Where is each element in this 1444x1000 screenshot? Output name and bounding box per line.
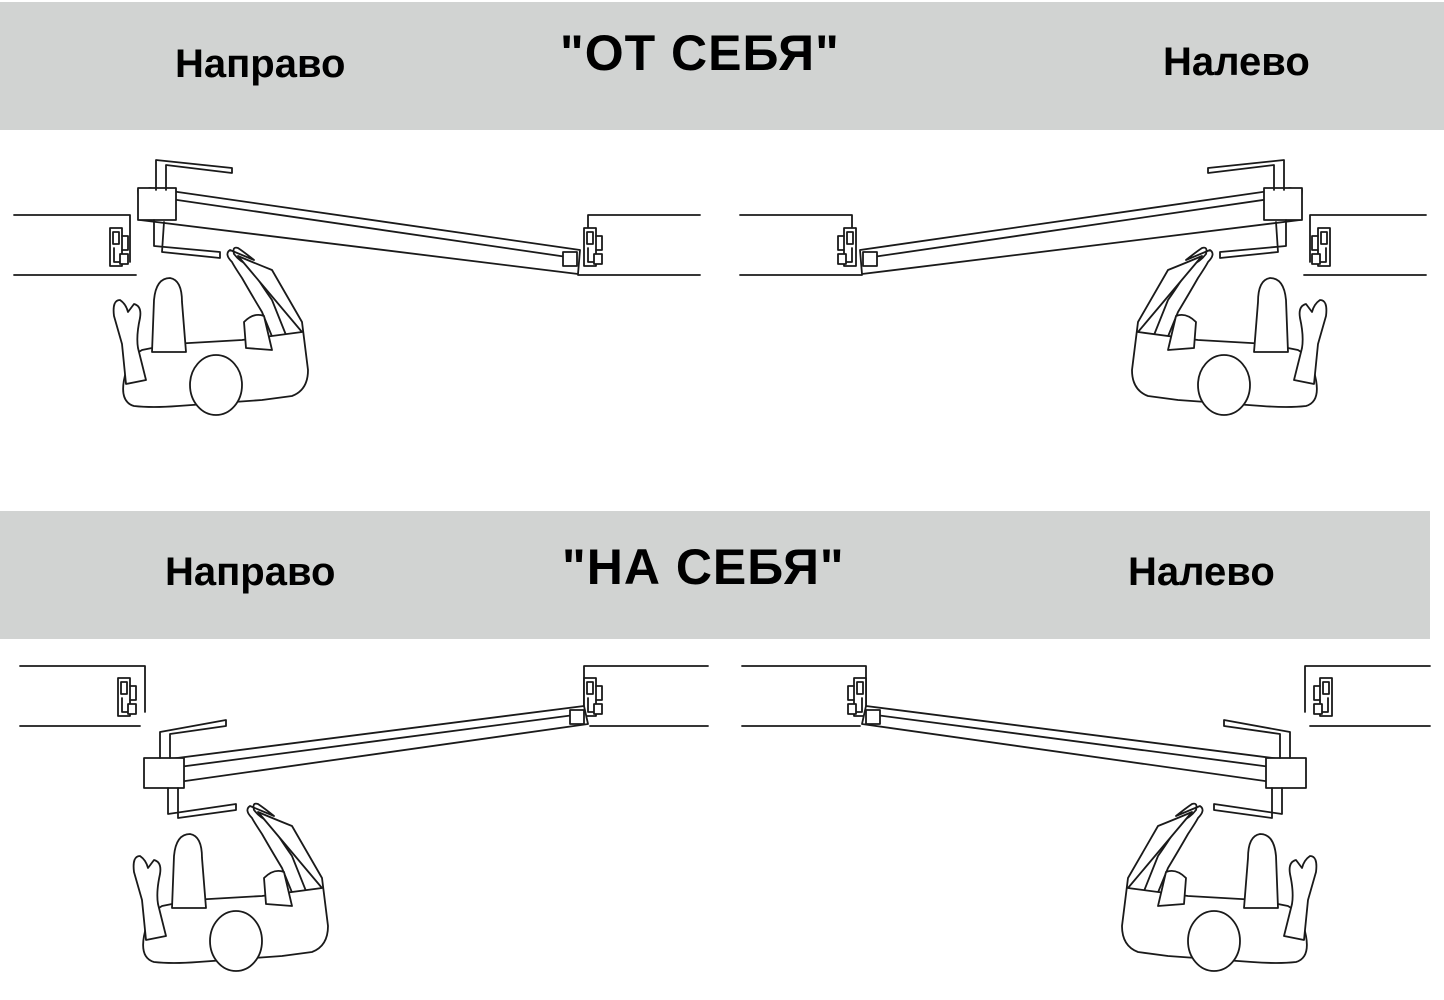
scene-push-right [13, 159, 701, 416]
header-band-pull [0, 511, 1430, 639]
scene-pull-left [741, 665, 1431, 972]
title-push: "ОТ СЕБЯ" [560, 25, 840, 81]
label-push-left: Налево [1163, 40, 1310, 84]
label-pull-left: Налево [1128, 550, 1275, 594]
label-push-right: Направо [175, 42, 346, 86]
header-band-push [0, 2, 1444, 130]
title-pull: "НА СЕБЯ" [562, 539, 845, 595]
scene-push-left [739, 159, 1427, 416]
scene-pull-right [19, 665, 709, 972]
label-pull-right: Направо [165, 550, 336, 594]
